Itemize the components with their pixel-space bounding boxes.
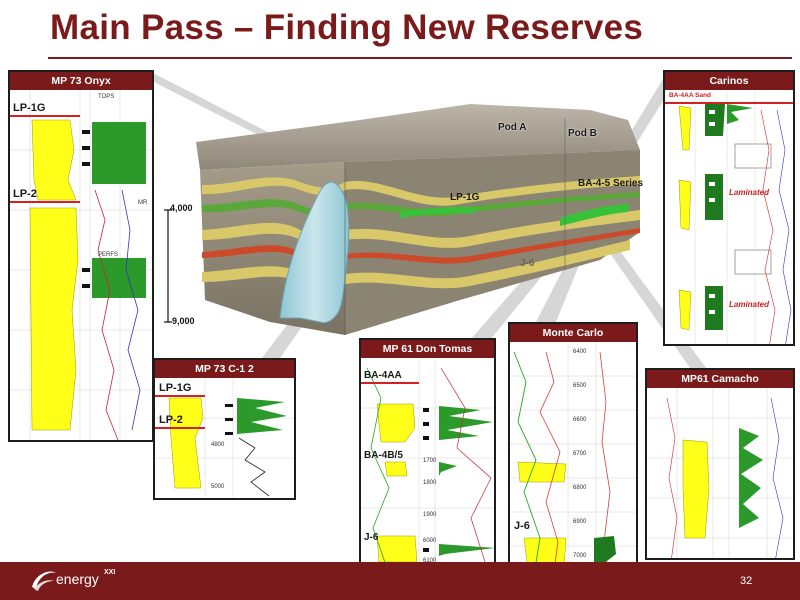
j6-diagram-label: J-6: [520, 258, 535, 269]
panel-mp73-c12: MP 73 C-1 2 LP-1G LP-2 4800 5000: [153, 358, 296, 500]
strata-right: [345, 176, 640, 289]
c12-lp1g-label: LP-1G: [159, 382, 192, 394]
panel-mp73-onyx: MP 73 Onyx LP-1G LP-2 TOPS MR PERFS: [8, 70, 154, 442]
monte-carlo-depth-3: 6600: [573, 417, 587, 423]
depth-top-label: 4,000: [170, 203, 193, 213]
c12-lp1g-marker: [155, 395, 205, 397]
don-tomas-ba4aa-label: BA-4AA: [364, 370, 402, 381]
monte-carlo-depth-1: 6400: [573, 349, 587, 355]
panel-monte-carlo: Monte Carlo J-6 6400 6500 6600 6700 6800…: [508, 322, 638, 598]
onyx-annot-perfs: PERFS: [98, 252, 119, 258]
monte-carlo-depth-6: 6900: [573, 519, 587, 525]
lp1g-diagram-label: LP-1G: [450, 192, 480, 203]
onyx-lp2-marker: [10, 201, 80, 203]
don-tomas-well-log: [361, 358, 494, 564]
slide-title: Main Pass – Finding New Reserves: [50, 8, 644, 47]
monte-carlo-depth-7: 7000: [573, 553, 587, 559]
pod-b-label: Pod B: [568, 128, 597, 139]
monte-carlo-depth-5: 6800: [573, 485, 587, 491]
footer-bar: [0, 562, 800, 600]
swoosh-logo-icon: [32, 571, 56, 591]
panel-mp61-don-tomas: MP 61 Don Tomas BA-4AA BA-4B/5 J-6 1700 …: [359, 338, 496, 566]
logo-text: energy: [56, 571, 99, 587]
depth-bottom-label: 9,000: [172, 316, 195, 326]
carinos-laminated-1: Laminated: [729, 188, 770, 197]
panel-title: MP 61 Don Tomas: [361, 340, 494, 358]
onyx-lp1g-label: LP-1G: [13, 102, 46, 114]
panel-title: Monte Carlo: [510, 324, 636, 342]
onyx-lp1g-marker: [10, 115, 80, 117]
monte-carlo-j6-label: J-6: [514, 520, 530, 532]
carinos-well-log: [665, 90, 793, 344]
don-tomas-ba4aa-marker: [361, 382, 419, 384]
panel-title: MP 73 Onyx: [10, 72, 152, 90]
c12-well-log: [155, 378, 294, 498]
title-rule: [48, 57, 792, 59]
panel-title: Carinos: [665, 72, 793, 90]
logo-suffix: XXI: [104, 569, 116, 576]
monte-carlo-well-log: [510, 342, 636, 596]
monte-carlo-depth-2: 6500: [573, 383, 587, 389]
don-tomas-depth-2: 1800: [423, 480, 437, 486]
panel-mp61-camacho: MP61 Camacho: [645, 368, 795, 560]
don-tomas-ba4b5-label: BA-4B/5: [364, 450, 403, 461]
onyx-lp2-label: LP-2: [13, 188, 37, 200]
carinos-laminated-2: Laminated: [729, 300, 770, 309]
pod-a-label: Pod A: [498, 122, 527, 133]
don-tomas-depth-5: 6100: [423, 558, 437, 564]
panel-carinos: Carinos BA-4AA Sand Laminated Laminated: [663, 70, 795, 346]
don-tomas-j6-label: J-6: [364, 532, 379, 543]
panel-title: MP61 Camacho: [647, 370, 793, 388]
panel-title: MP 73 C-1 2: [155, 360, 294, 378]
don-tomas-depth-3: 1900: [423, 512, 437, 518]
page-number: 32: [740, 575, 753, 587]
don-tomas-depth-1: 1700: [423, 458, 437, 464]
carinos-sand-marker: [665, 102, 793, 104]
c12-lp2-marker: [155, 427, 205, 429]
don-tomas-depth-4: 6000: [423, 538, 437, 544]
onyx-well-log: [10, 90, 152, 440]
c12-lp2-label: LP-2: [159, 414, 183, 426]
monte-carlo-depth-4: 6700: [573, 451, 587, 457]
camacho-well-log: [647, 388, 793, 558]
ba45-series-label: BA-4-5 Series: [578, 178, 644, 189]
onyx-annot-mr: MR: [138, 200, 148, 206]
c12-depth-2: 5000: [211, 484, 225, 490]
carinos-sand-label: BA-4AA Sand: [669, 92, 712, 99]
c12-depth-1: 4800: [211, 442, 225, 448]
onyx-annot-tops: TOPS: [98, 94, 115, 100]
